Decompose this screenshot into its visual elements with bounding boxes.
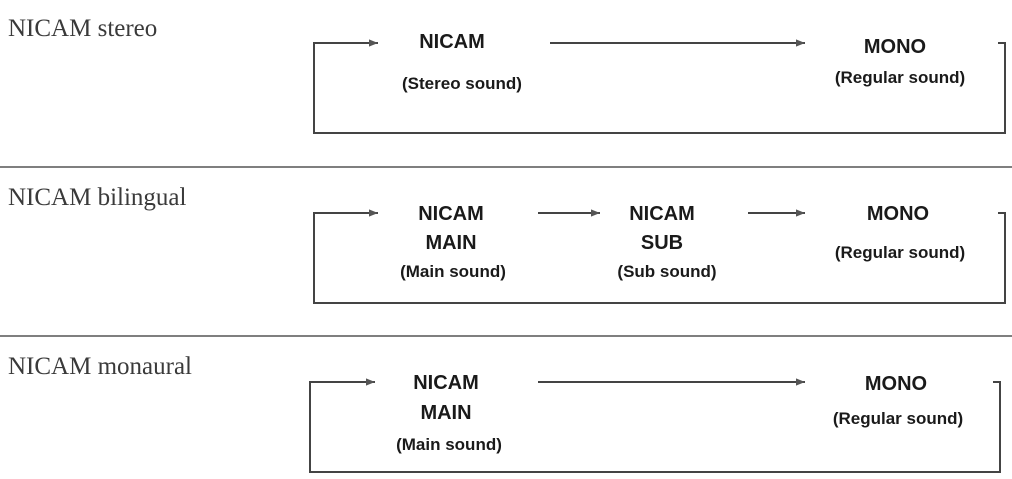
- node-line-1: MONO: [865, 373, 927, 395]
- node-line-1: NICAM: [629, 203, 695, 225]
- node-line-2: MAIN: [420, 402, 471, 424]
- loop-arrow: [309, 378, 1001, 473]
- node-line-2: (Regular sound): [835, 243, 965, 262]
- section-nicam-bilingual: NICAM bilingual NICAM MAIN (Main sound) …: [8, 184, 1006, 304]
- loop-arrow: [313, 39, 1006, 134]
- section-title: NICAM stereo: [8, 15, 157, 42]
- node-nicam-sub: NICAM SUB (Sub sound): [617, 203, 716, 281]
- section-title: NICAM bilingual: [8, 184, 187, 211]
- node-mono: MONO (Regular sound): [833, 373, 963, 428]
- node-nicam-main: NICAM MAIN (Main sound): [396, 372, 502, 454]
- node-line-1: NICAM: [419, 31, 485, 53]
- node-line-2: MAIN: [425, 232, 476, 254]
- section-nicam-monaural: NICAM monaural NICAM MAIN (Main sound) M…: [8, 353, 1001, 473]
- node-line-1: MONO: [867, 203, 929, 225]
- node-line-1: NICAM: [413, 372, 479, 394]
- node-nicam: NICAM (Stereo sound): [402, 31, 522, 93]
- section-title: NICAM monaural: [8, 353, 192, 380]
- section-nicam-stereo: NICAM stereo NICAM (Stereo sound) MONO (…: [8, 15, 1006, 134]
- node-mono: MONO (Regular sound): [835, 203, 965, 262]
- node-line-3: (Sub sound): [617, 262, 716, 281]
- node-mono: MONO (Regular sound): [835, 36, 965, 87]
- node-line-3: (Main sound): [396, 435, 502, 454]
- node-line-3: (Main sound): [400, 262, 506, 281]
- node-line-2: (Regular sound): [833, 409, 963, 428]
- node-line-1: MONO: [864, 36, 926, 58]
- loop-arrow: [313, 209, 1006, 304]
- node-nicam-main: NICAM MAIN (Main sound): [400, 203, 506, 281]
- node-line-2: SUB: [641, 232, 683, 254]
- node-line-2: (Regular sound): [835, 68, 965, 87]
- node-line-1: NICAM: [418, 203, 484, 225]
- node-line-2: (Stereo sound): [402, 74, 522, 93]
